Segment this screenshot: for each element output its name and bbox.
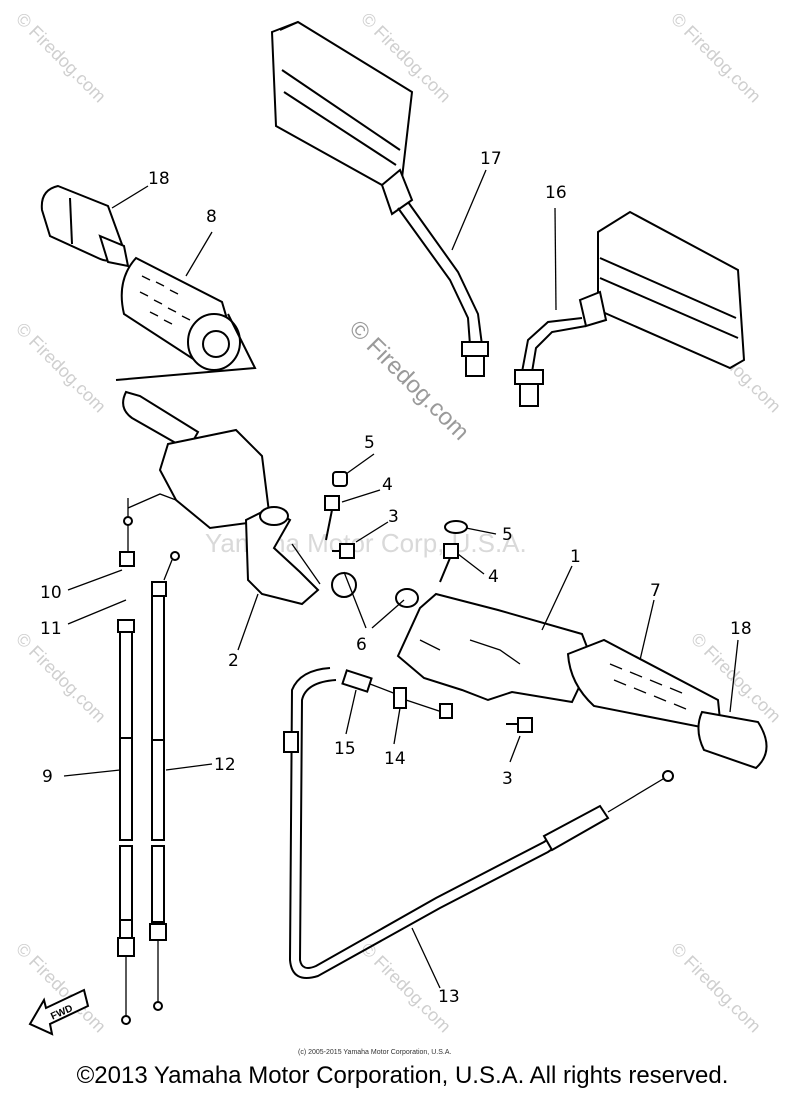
grip-end-18-left [40,184,130,268]
callout-18: 18 [730,619,752,639]
callout-3: 3 [388,507,399,527]
screw-3-upper [332,543,355,559]
callout-5: 5 [364,433,375,453]
callout-1: 1 [570,547,581,567]
callout-11: 11 [40,619,62,639]
adjuster-14 [393,687,453,719]
cable-9 [117,516,135,1025]
watermark: © Firedog.com [12,939,110,1037]
callout-9: 9 [42,767,53,787]
watermark: © Firedog.com [12,319,110,417]
watermark: © Firedog.com [12,629,110,727]
callout-4: 4 [382,475,393,495]
grip-7 [566,638,722,730]
callout-16: 16 [545,183,567,203]
callout-7: 7 [650,581,661,601]
screw-3-lower [506,717,533,733]
watermark: © Firedog.com [667,9,765,107]
grip-8 [120,256,241,371]
screw-4-lower [439,543,459,583]
screw-5-lower [444,520,468,534]
mirror-right-16 [514,210,746,407]
throttle-housing [115,313,320,606]
adjuster-15 [341,669,397,695]
watermark: © Firedog.com [12,9,110,107]
watermark-center: © Firedog.com [344,315,475,446]
callout-8: 8 [206,207,217,227]
callout-2: 2 [228,651,239,671]
screw-5-upper [332,471,348,487]
watermark: © Firedog.com [667,939,765,1037]
callout-5: 5 [502,525,513,545]
small-copyright: (c) 2005-2015 Yamaha Motor Corporation, … [298,1049,451,1056]
grip-end-18-right [697,710,768,770]
mirror-left-17 [270,20,489,377]
callout-18: 18 [148,169,170,189]
cable-13 [283,667,674,979]
switch-housing-1 [396,592,594,704]
screw-4-upper [324,495,340,541]
callout-15: 15 [334,739,356,759]
callout-4: 4 [488,567,499,587]
footer-copyright: ©2013 Yamaha Motor Corporation, U.S.A. A… [76,1062,729,1089]
cable-12 [149,551,180,1011]
callout-3: 3 [502,769,513,789]
callout-6: 6 [356,635,367,655]
leader-lines [63,169,739,989]
callout-10: 10 [40,583,62,603]
callout-13: 13 [438,987,460,1007]
callout-14: 14 [384,749,406,769]
callout-12: 12 [214,755,236,775]
callout-17: 17 [480,149,502,169]
cap-6 [331,572,419,608]
callout-labels: 18 8 17 16 5 4 3 5 1 7 4 18 10 11 2 6 15… [40,149,752,1007]
